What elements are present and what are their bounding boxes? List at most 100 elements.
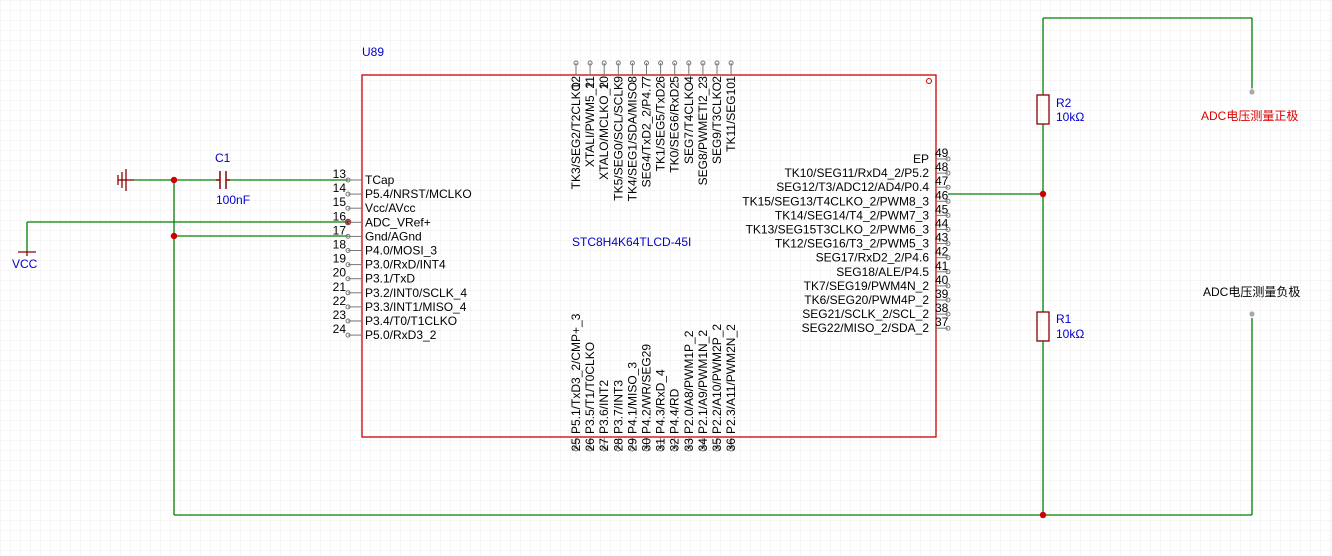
pin-name: P3.7/INT3 xyxy=(611,380,625,434)
pin-number: 39 xyxy=(935,287,949,301)
vcc-label: VCC xyxy=(12,257,38,271)
pin-name: P3.6/INT2 xyxy=(597,380,611,434)
ic-pin-47[interactable]: 47 SEG12/T3/ADC12/AD4/P0.4 xyxy=(776,174,951,194)
pin-name: TK5/SEG0/SCL/SCLK xyxy=(611,82,625,201)
pin-number: 36 xyxy=(724,438,738,452)
pin-name: SEG22/MISO_2/SDA_2 xyxy=(802,321,930,335)
pin-number: 10 xyxy=(597,76,611,90)
pin-name: TK6/SEG20/PWM4P_2 xyxy=(804,293,929,307)
pin-number: 3 xyxy=(696,76,710,83)
pin-number: 19 xyxy=(333,252,347,266)
pin-number: 21 xyxy=(333,280,347,294)
pin-number: 29 xyxy=(625,438,639,452)
pin-number: 2 xyxy=(710,76,724,83)
pin-name: SEG12/T3/ADC12/AD4/P0.4 xyxy=(776,180,929,194)
pin-number: 22 xyxy=(333,294,347,308)
r1-designator: R1 xyxy=(1056,312,1072,326)
pin-name: P3.1/TxD xyxy=(365,272,415,286)
pin-number: 40 xyxy=(935,273,949,287)
resistor-r1[interactable] xyxy=(1036,311,1050,342)
ground-symbol[interactable] xyxy=(117,169,134,191)
pin-number: 43 xyxy=(935,231,949,245)
junction-dot xyxy=(1039,511,1047,519)
probe-negative-port[interactable] xyxy=(1249,311,1255,317)
pin-number: 26 xyxy=(583,438,597,452)
pin-name: P5.4/NRST/MCLKO xyxy=(365,187,472,201)
pin-number: 33 xyxy=(682,438,696,452)
capacitor-c1[interactable] xyxy=(216,171,230,189)
pin-name: SEG9/T3CLKO xyxy=(710,82,724,164)
pin-name: XTALO/MCLKO_2 xyxy=(597,82,611,180)
pin-number: 16 xyxy=(333,209,347,223)
pin-name: SEG21/SCLK_2/SCL_2 xyxy=(802,307,929,321)
ic-pin-39[interactable]: 39 TK6/SEG20/PWM4P_2 xyxy=(804,287,951,307)
pin-name: TK4/SEG1/SDA/MISO xyxy=(625,82,639,201)
pin-number: 45 xyxy=(935,202,949,216)
ic-pin-43[interactable]: 43 TK12/SEG16/T3_2/PWM5_3 xyxy=(775,231,951,251)
pin-number: 49 xyxy=(935,146,949,160)
pin-name: P4.0/MOSI_3 xyxy=(365,244,437,258)
pin-name: P2.1/A9/PWM1N_2 xyxy=(696,330,710,434)
pin-name: SEG7/T4CLKO xyxy=(682,82,696,164)
pin-number: 7 xyxy=(640,76,654,83)
ic-body[interactable] xyxy=(361,74,937,438)
pin-name: TK1/SEG5/TxD2 xyxy=(654,82,668,172)
resistor-r2[interactable] xyxy=(1036,94,1050,125)
pin-number: 44 xyxy=(935,217,949,231)
pin-name: TK10/SEG11/RxD4_2/P5.2 xyxy=(784,166,929,180)
vcc-port[interactable] xyxy=(18,251,36,256)
probe-positive-port[interactable] xyxy=(1249,88,1255,95)
pin-number: 12 xyxy=(569,76,583,90)
pin-number: 9 xyxy=(611,76,625,83)
pin-number: 47 xyxy=(935,174,949,188)
pin-name: TK12/SEG16/T3_2/PWM5_3 xyxy=(775,237,929,251)
